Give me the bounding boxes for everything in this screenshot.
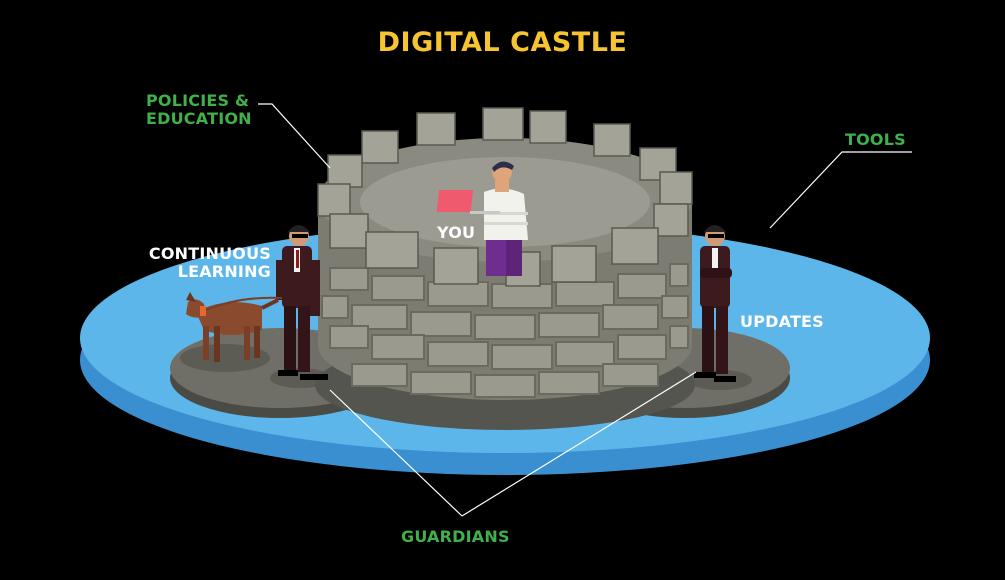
person-you	[436, 161, 528, 276]
label-continuous-line2: LEARNING	[177, 261, 271, 281]
label-continuous-line1: CONTINUOUS	[148, 244, 271, 263]
leader-lines	[258, 103, 912, 517]
dog	[186, 292, 283, 362]
guardians-leader-line-left	[329, 389, 463, 517]
tools-leader-line	[769, 151, 912, 229]
label-continuous-learning: CONTINUOUS LEARNING	[139, 245, 271, 281]
label-policies-line2: EDUCATION	[146, 108, 252, 128]
label-policies-line1: POLICIES &	[146, 91, 250, 110]
label-updates: UPDATES	[740, 312, 824, 331]
label-guardians: GUARDIANS	[401, 527, 510, 546]
left-guard	[276, 225, 328, 380]
policies-leader-line	[258, 103, 331, 169]
page-title: DIGITAL CASTLE	[377, 27, 628, 58]
label-you: YOU	[437, 223, 476, 242]
label-tools: TOOLS	[845, 130, 906, 149]
right-guard	[694, 225, 736, 382]
castle-tower	[318, 138, 692, 400]
battlements	[317, 107, 693, 287]
guardians-leader-line-right	[461, 371, 697, 517]
label-policies-education: POLICIES & EDUCATION	[146, 92, 252, 128]
